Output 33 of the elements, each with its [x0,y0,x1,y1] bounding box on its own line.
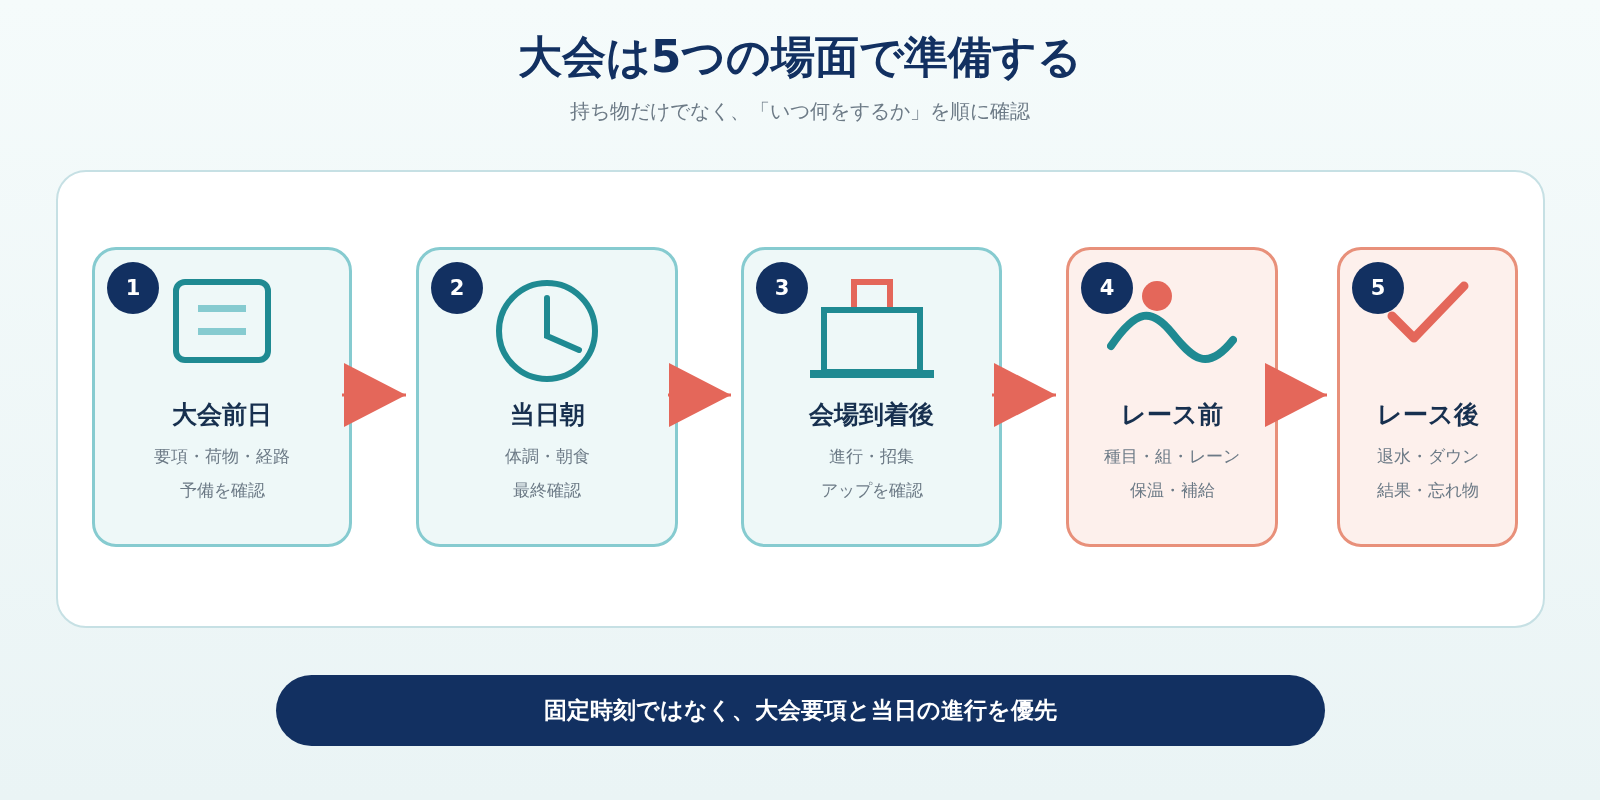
arrow [342,363,406,427]
step-number-badge: 1 [107,262,159,314]
summary-banner: 固定時刻ではなく、大会要項と当日の進行を優先 [276,675,1325,746]
step-detail: 要項・荷物・経路 [153,445,291,468]
step-detail: 種目・組・レーン [1103,445,1241,468]
step-card [416,247,678,547]
step-card [1066,247,1278,547]
step-card [741,247,1002,547]
step-detail: アップを確認 [819,479,924,502]
arrow [992,363,1056,427]
step-number-badge: 3 [756,262,808,314]
arrow [1265,363,1327,427]
step-detail: 予備を確認 [178,479,266,502]
step-number-badge: 5 [1352,262,1404,314]
arrow [668,363,731,427]
step-title: レース前 [1120,399,1224,431]
step-detail: 結果・忘れ物 [1375,479,1480,502]
step-detail: 進行・招集 [828,445,915,468]
step-number-badge: 4 [1081,262,1133,314]
subtitle: 持ち物だけでなく、「いつ何をするか」を順に確認 [569,98,1031,125]
title: 大会は5つの場面で準備する [516,30,1084,84]
step-card [1337,247,1518,547]
step-number-badge: 2 [431,262,483,314]
step-title: レース後 [1375,399,1480,431]
step-title: 会場到着後 [808,399,935,431]
step-title: 大会前日 [171,399,273,431]
step-title: 当日朝 [508,399,586,431]
step-detail: 最終確認 [512,479,582,502]
step-detail: 保温・補給 [1128,479,1216,502]
panel-background [56,170,1545,628]
step-card [92,247,352,547]
step-detail: 退水・ダウン [1375,445,1480,468]
step-detail: 体調・朝食 [503,445,591,468]
